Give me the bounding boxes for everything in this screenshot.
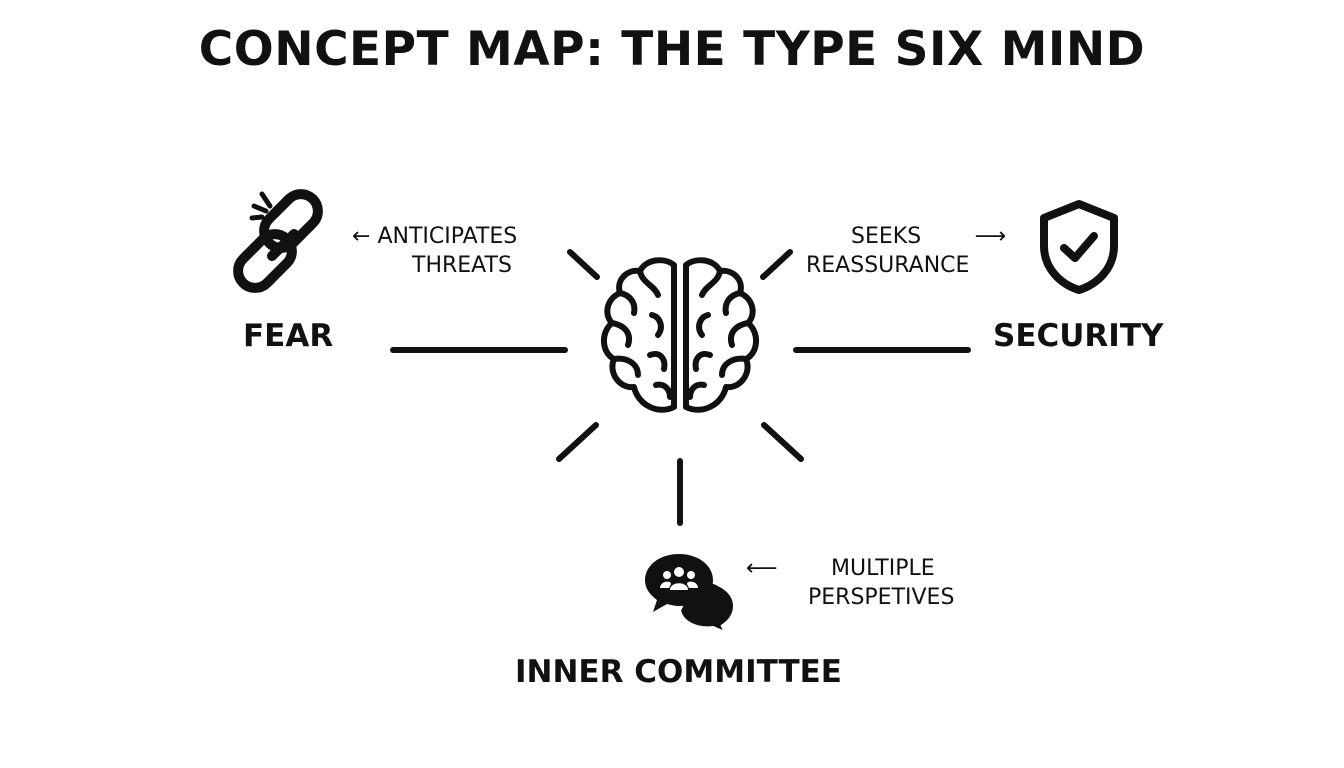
node-fear: FEAR bbox=[243, 318, 334, 354]
relation-line-2: PERSPETIVES bbox=[808, 585, 955, 610]
broken-chain-icon bbox=[233, 189, 323, 293]
arrow-left-icon: ← bbox=[352, 224, 371, 249]
brain-icon bbox=[601, 257, 759, 413]
relation-line-1: MULTIPLE bbox=[831, 556, 935, 581]
arrow-right-icon: ⟶ bbox=[974, 224, 1007, 249]
chat-group-icon bbox=[645, 554, 738, 636]
connector-left bbox=[390, 347, 568, 353]
relation-line-2: THREATS bbox=[412, 253, 512, 278]
node-inner-committee: INNER COMMITTEE bbox=[515, 654, 842, 690]
security-relation-label: SEEKS ⟶ REASSURANCE bbox=[806, 222, 1006, 280]
arrow-left-icon: ⟵ bbox=[746, 556, 778, 581]
shield-check-icon bbox=[1040, 200, 1118, 294]
relation-line-1: SEEKS bbox=[851, 224, 922, 249]
fear-relation-label: ← ANTICIPATES THREATS bbox=[352, 222, 517, 280]
relation-line-2: REASSURANCE bbox=[806, 253, 970, 278]
node-security: SECURITY bbox=[993, 318, 1164, 354]
page-title: CONCEPT MAP: THE TYPE SIX MIND bbox=[198, 22, 1146, 77]
connector-right bbox=[793, 347, 971, 353]
committee-relation-label: ⟵ MULTIPLE PERSPETIVES bbox=[746, 554, 954, 612]
relation-line-1: ANTICIPATES bbox=[377, 224, 518, 249]
